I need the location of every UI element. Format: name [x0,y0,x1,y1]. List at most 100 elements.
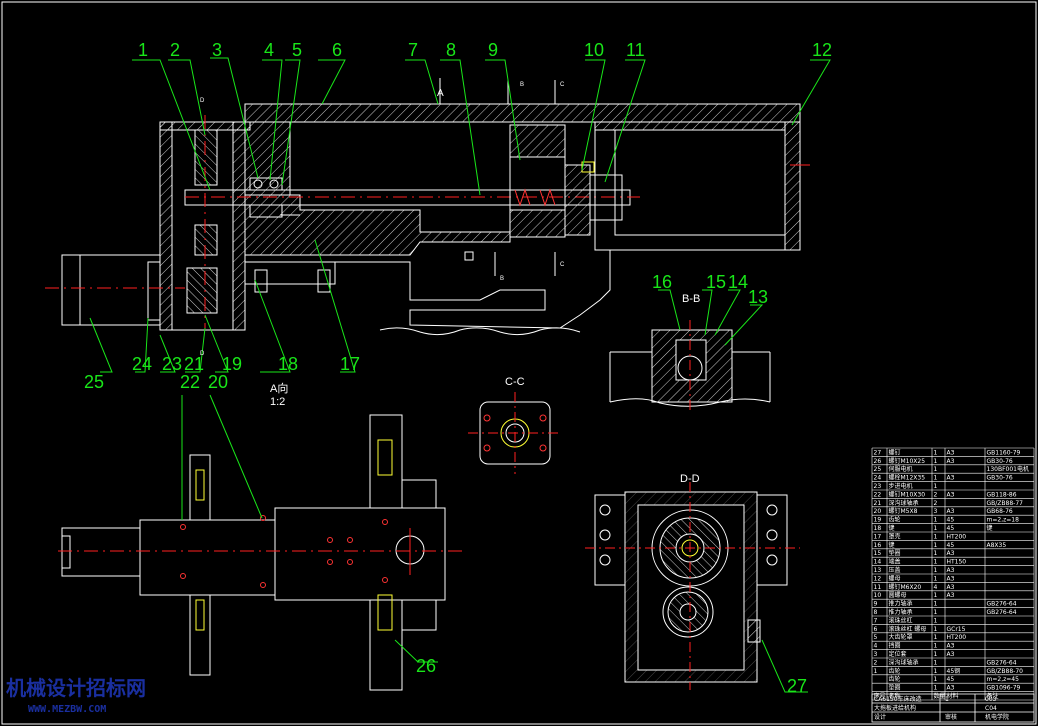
bom-header-no: 序号 [874,692,886,700]
callout-6: 6 [332,40,342,60]
callout-14: 14 [728,272,748,292]
bom-cell-qty: 1 [934,466,938,473]
section-dd-view [585,482,800,690]
bom-cell-no: 25 [874,466,882,473]
bom-cell-std: GB276-64 [987,609,1017,616]
bom-cell-std: m=2,z=45 [987,676,1020,683]
bom-cell-mat: A3 [947,575,955,582]
bom-cell-qty: 1 [934,626,938,633]
cut-a: A [437,88,444,99]
bom-cell-name: 大齿轮罩 [889,633,913,641]
bom-cell-qty: 2 [934,500,938,507]
bom-cell-std: 130BF001电机 [987,465,1029,473]
bom-header-qty: 数量 [934,692,946,700]
watermark-url: WWW.MEZBW.COM [28,704,106,715]
bom-cell-mat: A3 [947,685,955,692]
bom-cell-qty: 1 [934,676,938,683]
bom-cell-qty: 1 [934,475,938,482]
callout-3: 3 [212,40,222,60]
bom-cell-qty: 1 [934,592,938,599]
title-block-designer: 设计 [874,713,886,721]
view-a-scale: 1:2 [270,396,285,408]
bom-cell-name: 深沟球轴承 [889,499,919,507]
bom-cell-qty: 1 [934,617,938,624]
bom-cell-qty: 1 [934,525,938,532]
bom-cell-no: 10 [874,592,882,599]
bom-cell-mat: 45 [947,542,955,549]
bom-header-std: 备注 [987,692,999,700]
bom-cell-no: 14 [874,559,882,566]
bom-cell-qty: 1 [934,559,938,566]
title-block-subtitle: 大拖板进给机构 [874,704,916,712]
bom-cell-std: GB1160-79 [987,449,1021,456]
bom-cell-mat: HT200 [947,533,967,540]
bom-cell-mat: HT200 [947,634,967,641]
bom-cell-name: 螺钉M10X30 [889,490,926,498]
bom-cell-name: 压盖 [889,566,901,574]
bom-cell-no: 13 [874,567,882,574]
callout-18: 18 [278,354,298,374]
title-block [871,693,1035,723]
bom-cell-no: 21 [874,500,882,507]
callout-16: 16 [652,272,672,292]
bom-cell-no: 16 [874,542,882,549]
bom-cell-name: 圆螺母 [889,591,907,599]
bom-cell-mat: A3 [947,449,955,456]
title-block-title: CA6150车床改造 [874,695,922,703]
bom-cell-qty: 1 [934,550,938,557]
cut-b-top: B [520,82,524,88]
bom-cell-name: 螺钉M5X8 [889,507,918,515]
bom-cell-mat: A3 [947,592,955,599]
section-cut-letters: A B C B C D D [200,82,565,357]
bom-cell-name: 螺钉M6X20 [889,583,922,591]
callout-19: 19 [222,354,242,374]
bom-cell-name: 螺钉 [889,448,901,456]
bom-cell-name: 齿轮 [889,516,901,524]
bom-cell-mat: A3 [947,550,955,557]
bom-cell-mat: 45 [947,525,955,532]
bom-cell-name: 挡圈 [889,642,901,650]
callout-21: 21 [184,354,204,374]
view-a-label: A向 [270,381,288,395]
bom-cell-qty: 1 [934,567,938,574]
watermark-site-name: 机械设计招标网 [6,676,146,700]
title-block-scale: 003 [985,696,997,703]
bom-cell-name: 定位套 [889,650,907,658]
callout-4: 4 [264,40,274,60]
bom-cell-no: 1 [874,668,878,675]
bom-header-mat: 材料 [947,692,959,700]
bom-cell-qty: 1 [934,458,938,465]
bom-cell-std: 键 [987,524,993,532]
title-block-checker: 审核 [945,713,957,721]
bom-cell-mat: A3 [947,651,955,658]
section-dd-label: D-D [680,473,700,485]
bom-cell-qty: 4 [934,584,938,591]
callout-2: 2 [170,40,180,60]
bom-cell-no: 23 [874,483,882,490]
bom-cell-name: 齿轮 [889,675,901,683]
cut-b-bottom: B [500,276,504,282]
callout-27-leader [761,639,808,693]
callout-15: 15 [706,272,726,292]
callout-20: 20 [208,372,228,392]
section-cc-label: C-C [505,376,525,388]
bom-cell-name: 键 [889,541,895,549]
callout-27: 27 [787,676,807,696]
section-bb-label: B-B [682,293,700,305]
bom-cell-name: 螺钉M10X25 [889,457,926,465]
bom-cell-std: GB/ZB88-70 [987,668,1024,675]
bom-cell-name: 齿轮 [889,667,901,675]
bom-cell-mat: 45钢 [947,667,961,675]
bom-cell-name: 罩壳 [889,532,901,540]
bom-cell-std: GB1096-79 [987,685,1021,692]
section-bb-view [609,320,771,410]
callout-25: 25 [84,372,104,392]
callout-numbers-main: 1 2 3 4 5 6 7 8 9 10 11 12 25 24 23 21 1… [84,40,832,392]
callout-1: 1 [138,40,148,60]
callout-26: 26 [416,656,436,676]
section-bb-leaders [658,289,764,346]
bom-cell-no: 11 [874,584,882,591]
bom-cell-name: 深沟球轴承 [889,658,919,666]
bom-cell-qty: 1 [934,483,938,490]
